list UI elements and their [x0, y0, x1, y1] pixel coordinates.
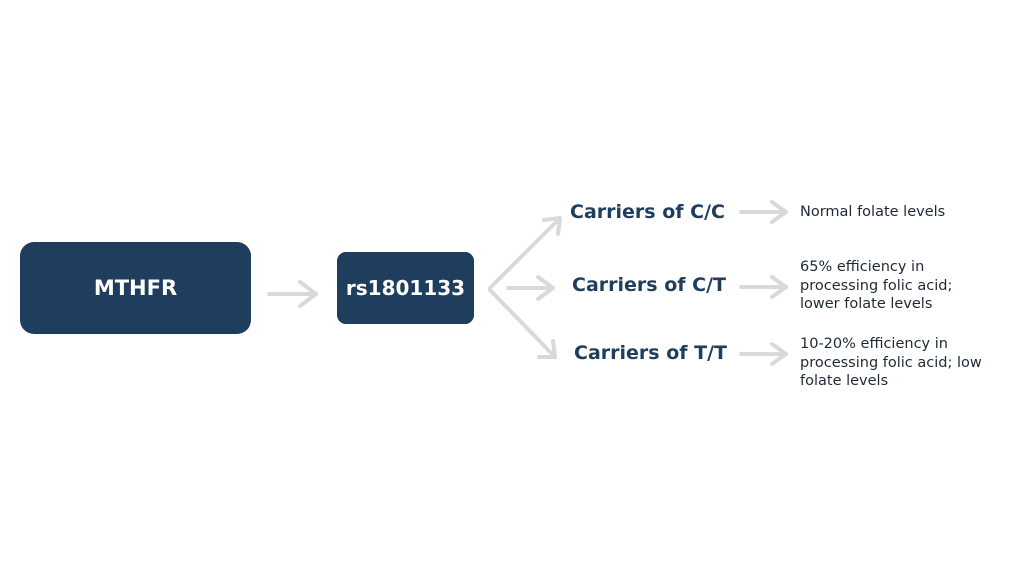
outcome-text-tt: 10-20% efficiency in processing folic ac… — [800, 336, 982, 389]
variant-label: rs1801133 — [345, 276, 466, 300]
genotype-label-ct: Carriers of C/T — [572, 274, 726, 296]
outcome-text-cc: Normal folate levels — [800, 204, 946, 220]
outcome-text-ct: 65% efficiency in processing folic acid;… — [800, 259, 953, 312]
arrow-variant-to-cc — [488, 216, 562, 290]
gene-node: MTHFR — [20, 242, 251, 334]
arrow-cc-to-outcome — [739, 200, 788, 224]
arrow-variant-to-tt — [488, 288, 557, 359]
arrow-variant-to-ct — [506, 275, 555, 301]
variant-node: rs1801133 — [337, 252, 474, 324]
genotype-label-tt: Carriers of T/T — [574, 342, 727, 364]
genotype-label-cc: Carriers of C/C — [570, 201, 725, 223]
gene-label: MTHFR — [93, 276, 178, 300]
arrow-gene-to-variant — [267, 280, 318, 308]
arrow-ct-to-outcome — [739, 275, 788, 299]
arrow-tt-to-outcome — [739, 342, 788, 366]
